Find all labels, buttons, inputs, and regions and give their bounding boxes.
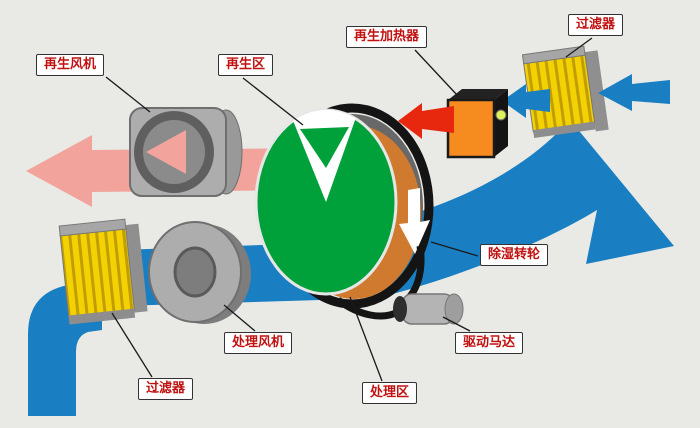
label-filter-top: 过滤器 <box>568 14 624 37</box>
process-fan <box>148 221 251 324</box>
process-air-filter <box>58 218 148 325</box>
hot-air-arrow <box>398 103 454 139</box>
drive-motor <box>393 293 464 325</box>
label-process-fan: 处理风机 <box>224 332 293 355</box>
label-regen-heater: 再生加热器 <box>346 26 428 49</box>
regen-heater <box>446 89 508 159</box>
label-regen-fan: 再生风机 <box>36 54 105 77</box>
heater-lamp <box>495 109 507 121</box>
regen-air-filter <box>521 45 609 139</box>
label-regen-zone: 再生区 <box>218 54 274 77</box>
wheel-rotation-arrow <box>399 188 430 254</box>
regen-air-intake-arrow <box>598 74 670 111</box>
label-process-zone: 处理区 <box>362 382 418 405</box>
filter-to-heater-arrow <box>502 84 550 118</box>
regen-exhaust-inner-arrow <box>146 130 186 174</box>
dehumid-wheel <box>254 103 434 320</box>
regen-fan <box>129 107 243 197</box>
leader-lines <box>105 37 593 382</box>
label-filter-bottom: 过滤器 <box>138 378 194 401</box>
label-drive-motor: 驱动马达 <box>455 332 524 355</box>
process-air-outlet-arrow <box>385 98 674 296</box>
label-dehumid-wheel: 除湿转轮 <box>480 244 549 267</box>
